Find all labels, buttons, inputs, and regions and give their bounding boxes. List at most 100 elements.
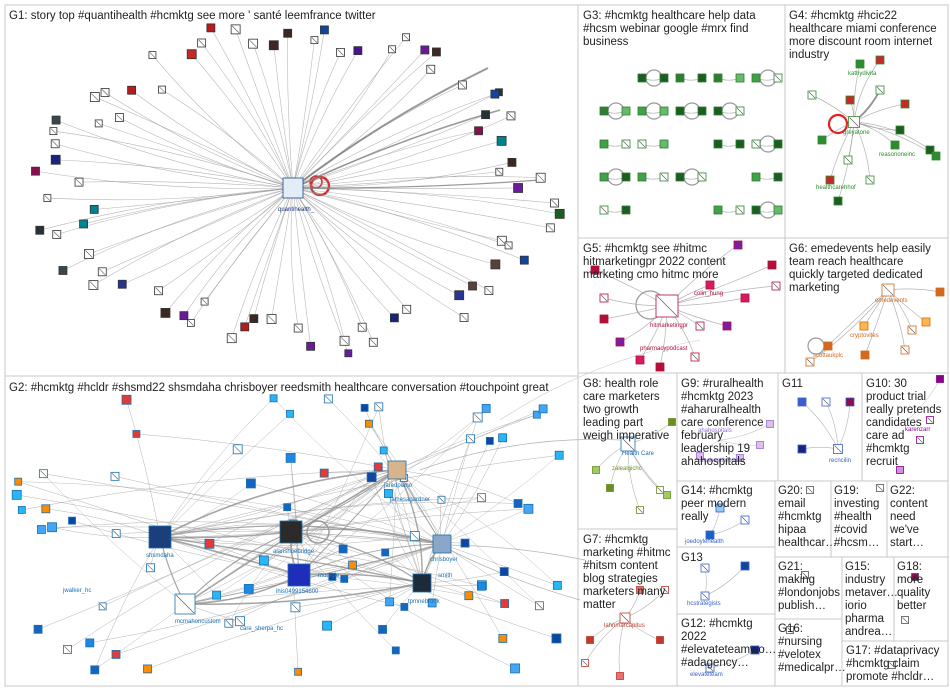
- g13-node-2[interactable]: [700, 563, 710, 573]
- g3-node-a-7[interactable]: [713, 106, 723, 116]
- g1-node-16[interactable]: [339, 335, 350, 346]
- g2-node-0[interactable]: [269, 394, 278, 403]
- g2-node-40[interactable]: [232, 444, 243, 455]
- g2-hub-shsmdaha[interactable]: [148, 525, 172, 549]
- g1-node-66[interactable]: [432, 47, 441, 57]
- g1-node-3[interactable]: [545, 223, 555, 233]
- g2-node-9[interactable]: [17, 506, 26, 514]
- g3-node-b-4[interactable]: [621, 106, 631, 116]
- g1-node-75[interactable]: [507, 157, 517, 167]
- g2-node-20[interactable]: [283, 503, 292, 512]
- g4-node-3[interactable]: [925, 145, 935, 155]
- g4-node-7[interactable]: [833, 196, 843, 206]
- g6-node-4[interactable]: [805, 357, 815, 367]
- g7-node-3[interactable]: [656, 636, 664, 644]
- g3-node-b-6[interactable]: [697, 106, 707, 116]
- g2-node-48[interactable]: [98, 602, 107, 611]
- g1-node-23[interactable]: [226, 333, 237, 344]
- g2-node-72[interactable]: [498, 433, 508, 443]
- g1-node-67[interactable]: [426, 64, 436, 74]
- g4-node-8[interactable]: [817, 135, 827, 145]
- g2-node-55[interactable]: [224, 618, 234, 628]
- g1-node-48[interactable]: [100, 88, 110, 97]
- g3-node-a-11[interactable]: [751, 139, 761, 149]
- g1-node-34[interactable]: [52, 230, 62, 239]
- g1-node-11[interactable]: [459, 313, 469, 322]
- g9-node-0[interactable]: [766, 420, 774, 428]
- g2-node-8[interactable]: [212, 590, 221, 600]
- g9-node-2[interactable]: [696, 452, 704, 460]
- g2-node-15[interactable]: [294, 667, 302, 676]
- g3-node-a-15[interactable]: [751, 172, 761, 182]
- g1-node-42[interactable]: [50, 139, 60, 149]
- g14-node-2[interactable]: [715, 503, 725, 513]
- g1-node-47[interactable]: [89, 92, 100, 102]
- g2-node-18[interactable]: [11, 489, 22, 500]
- g18-node-0[interactable]: [911, 573, 919, 581]
- g2-hub-ihis[interactable]: [287, 563, 311, 587]
- g5-node-5[interactable]: [695, 321, 705, 331]
- g1-node-58[interactable]: [283, 28, 293, 38]
- g3-node-a-18[interactable]: [751, 205, 761, 215]
- g1-node-37[interactable]: [89, 205, 99, 214]
- g2-node-10[interactable]: [328, 572, 337, 581]
- g4-node-12[interactable]: [931, 151, 941, 161]
- g5-node-1[interactable]: [599, 293, 609, 303]
- g12-node-0[interactable]: [705, 663, 715, 673]
- g7-node-0[interactable]: [586, 636, 594, 644]
- g2-node-77[interactable]: [245, 478, 256, 489]
- g14-node-1[interactable]: [740, 515, 750, 525]
- g2-node-65[interactable]: [391, 646, 400, 655]
- g1-node-19[interactable]: [293, 323, 303, 333]
- g1-node-35[interactable]: [35, 225, 45, 235]
- g11-node-3[interactable]: [845, 397, 855, 407]
- g2-node-23[interactable]: [121, 394, 132, 405]
- g2-node-19[interactable]: [437, 495, 446, 504]
- g2-node-37[interactable]: [427, 598, 437, 608]
- g1-node-71[interactable]: [481, 110, 490, 120]
- g3-node-b-1[interactable]: [697, 73, 707, 83]
- g1-node-43[interactable]: [49, 127, 58, 135]
- g4-node-2[interactable]: [900, 99, 910, 109]
- g2-node-38[interactable]: [500, 599, 510, 608]
- g4-node-6[interactable]: [825, 175, 835, 185]
- g4-node-9[interactable]: [807, 90, 817, 100]
- g3-node-a-13[interactable]: [637, 172, 647, 182]
- g2-node-73[interactable]: [460, 538, 470, 548]
- g1-node-21[interactable]: [249, 314, 259, 324]
- g10-node-3[interactable]: [916, 436, 924, 444]
- g8-hub[interactable]: [620, 436, 636, 452]
- g2-node-3[interactable]: [498, 634, 508, 643]
- g1-node-57[interactable]: [268, 40, 279, 51]
- g11-node-0[interactable]: [797, 397, 807, 407]
- g2-node-30[interactable]: [204, 538, 215, 549]
- g2-node-17[interactable]: [235, 616, 245, 627]
- g2-node-24[interactable]: [535, 601, 544, 611]
- g2-node-32[interactable]: [477, 493, 486, 503]
- g1-node-9[interactable]: [454, 290, 465, 301]
- g11-hub[interactable]: [833, 444, 843, 454]
- g2-node-14[interactable]: [532, 410, 541, 419]
- g12-node-1[interactable]: [750, 645, 760, 655]
- g8-node-2[interactable]: [663, 491, 671, 499]
- g1-node-77[interactable]: [535, 172, 546, 183]
- g2-node-45[interactable]: [409, 531, 420, 541]
- g2-node-56[interactable]: [243, 583, 254, 594]
- g1-node-32[interactable]: [58, 266, 68, 275]
- g3-node-a-16[interactable]: [599, 205, 609, 215]
- g2-node-60[interactable]: [68, 516, 76, 525]
- g1-node-24[interactable]: [186, 318, 195, 327]
- g2-node-1[interactable]: [373, 462, 383, 472]
- g15-node-0[interactable]: [901, 616, 909, 624]
- g2-node-46[interactable]: [338, 544, 348, 554]
- g2-hub-tpm[interactable]: [412, 573, 432, 593]
- g3-node-b-16[interactable]: [621, 205, 631, 215]
- g7-node-1[interactable]: [581, 659, 589, 667]
- g1-node-72[interactable]: [506, 111, 516, 121]
- g1-node-40[interactable]: [31, 166, 40, 176]
- g2-node-16[interactable]: [385, 597, 395, 607]
- g1-node-52[interactable]: [186, 49, 197, 60]
- g3-node-b-10[interactable]: [735, 139, 745, 149]
- g2-node-34[interactable]: [538, 404, 548, 414]
- g7-node-2[interactable]: [616, 672, 624, 680]
